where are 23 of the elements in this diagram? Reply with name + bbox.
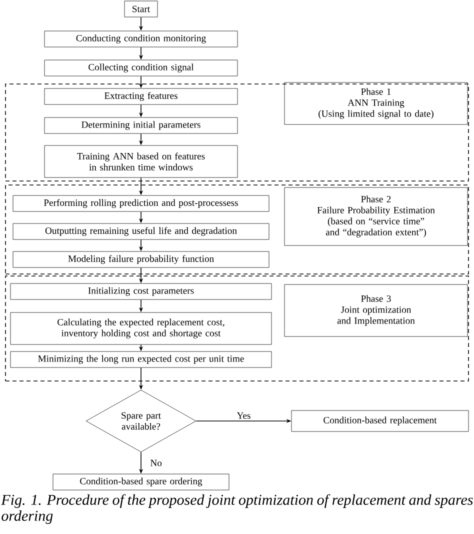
figure-caption: Fig. 1. Procedure of the proposed joint optimization of replacement and spares ordering <box>1 494 473 524</box>
process-box: Training ANN based on features in shrunken time windows <box>44 145 238 178</box>
process-box: Determining initial parameters <box>44 117 238 134</box>
process-box: Calculating the expected replacement cost, inventory holding cost and shortage cost <box>10 312 272 345</box>
process-box: Collecting condition signal <box>44 60 238 76</box>
start-box: Start <box>124 0 158 18</box>
phase-box: Phase 1 ANN Training (Using limited signal to date) <box>284 82 468 125</box>
process-box: Condition-based replacement <box>291 410 469 432</box>
process-box: Outputting remaining useful life and degradation <box>12 223 270 240</box>
process-box: Modeling failure probability function <box>12 251 270 268</box>
edge-label: Yes <box>236 411 252 420</box>
process-box: Minimizing the long run expected cost per unit time <box>10 351 272 368</box>
process-box: Conducting condition monitoring <box>44 30 238 48</box>
phase-region <box>5 84 469 182</box>
phase-box: Phase 2 Failure Probability Estimation (based on “service time” and “degradation extent”) <box>284 187 468 246</box>
process-box: Performing rolling prediction and post-processess <box>12 195 270 212</box>
process-box: Extracting features <box>44 88 238 105</box>
edge-label: No <box>149 458 163 468</box>
process-box: Condition-based spare ordering <box>52 474 230 490</box>
phase-box: Phase 3 Joint optimization and Implementation <box>284 284 468 337</box>
process-box: Initializing cost parameters <box>10 283 272 300</box>
phase-region <box>5 276 469 382</box>
phase-region <box>5 184 469 274</box>
